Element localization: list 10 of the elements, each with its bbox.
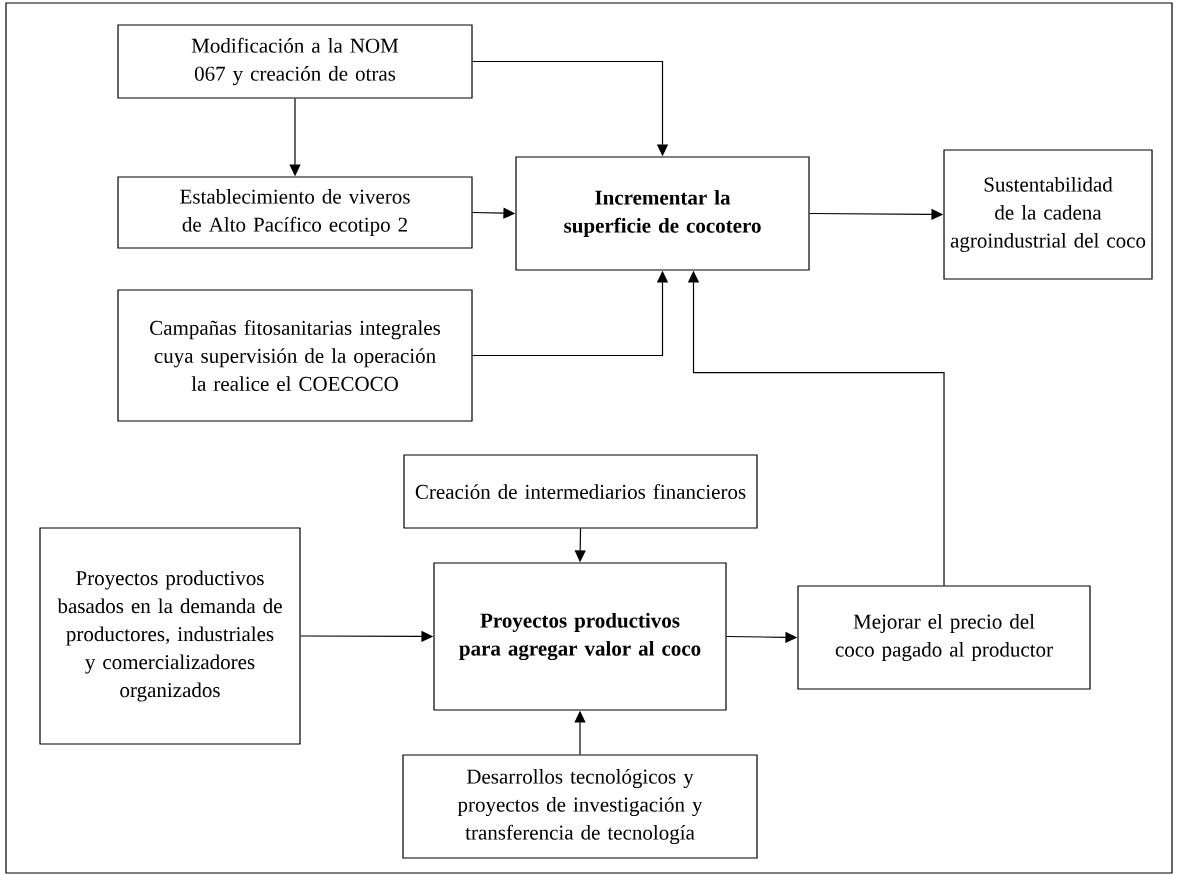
process-box: Mejorar el precio del coco pagado al productor xyxy=(797,585,1091,690)
process-box: Creación de intermediarios financieros xyxy=(403,454,758,529)
process-box: Sustentabilidad de la cadena agroindustrial del coco xyxy=(943,149,1153,280)
process-box: Proyectos productivos basados en la demanda de productores, industriales y comercializadores organizados xyxy=(39,527,301,745)
process-box: Campañas fitosanitarias integrales cuya supervisión de la operación la realice el COECOCO xyxy=(117,289,473,422)
process-box: Proyectos productivos para agregar valor al coco xyxy=(433,562,727,711)
process-box: Modificación a la NOM 067 y creación de otras xyxy=(117,24,473,99)
process-box: Incrementar la superficie de cocotero xyxy=(515,156,810,271)
process-box: Establecimiento de viveros de Alto Pacífico ecotipo 2 xyxy=(117,176,473,249)
process-box: Desarrollos tecnológicos y proyectos de investigación y transferencia de tecnología xyxy=(402,754,758,859)
